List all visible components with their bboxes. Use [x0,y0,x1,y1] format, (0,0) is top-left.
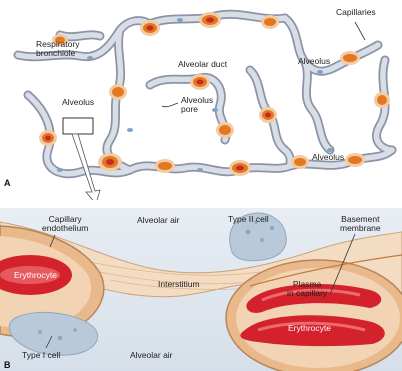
label-plasma-in-capillary: Plasma in capillary [287,280,327,298]
label-basement-membrane: Basement membrane [340,215,381,233]
label-type-i-cell: Type I cell [22,351,60,360]
label-alveolar-air-bottom: Alveolar air [130,351,173,360]
label-alveolar-air-top: Alveolar air [137,216,180,225]
label-erythrocyte-left: Erythrocyte [14,271,57,280]
label-erythrocyte-right: Erythrocyte [288,324,331,333]
panel-b-letter: B [4,360,11,370]
label-capillary-endothelium: Capillary endothelium [42,215,88,233]
label-type-ii-cell: Type II cell [228,215,269,224]
label-interstitium: Interstitium [158,280,200,289]
